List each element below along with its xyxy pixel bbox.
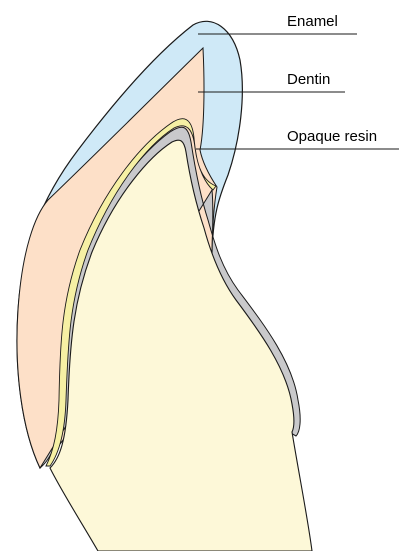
opaque-resin-label: Opaque resin — [287, 128, 377, 145]
dentin-label: Dentin — [287, 71, 330, 88]
enamel-label: Enamel — [287, 13, 338, 30]
